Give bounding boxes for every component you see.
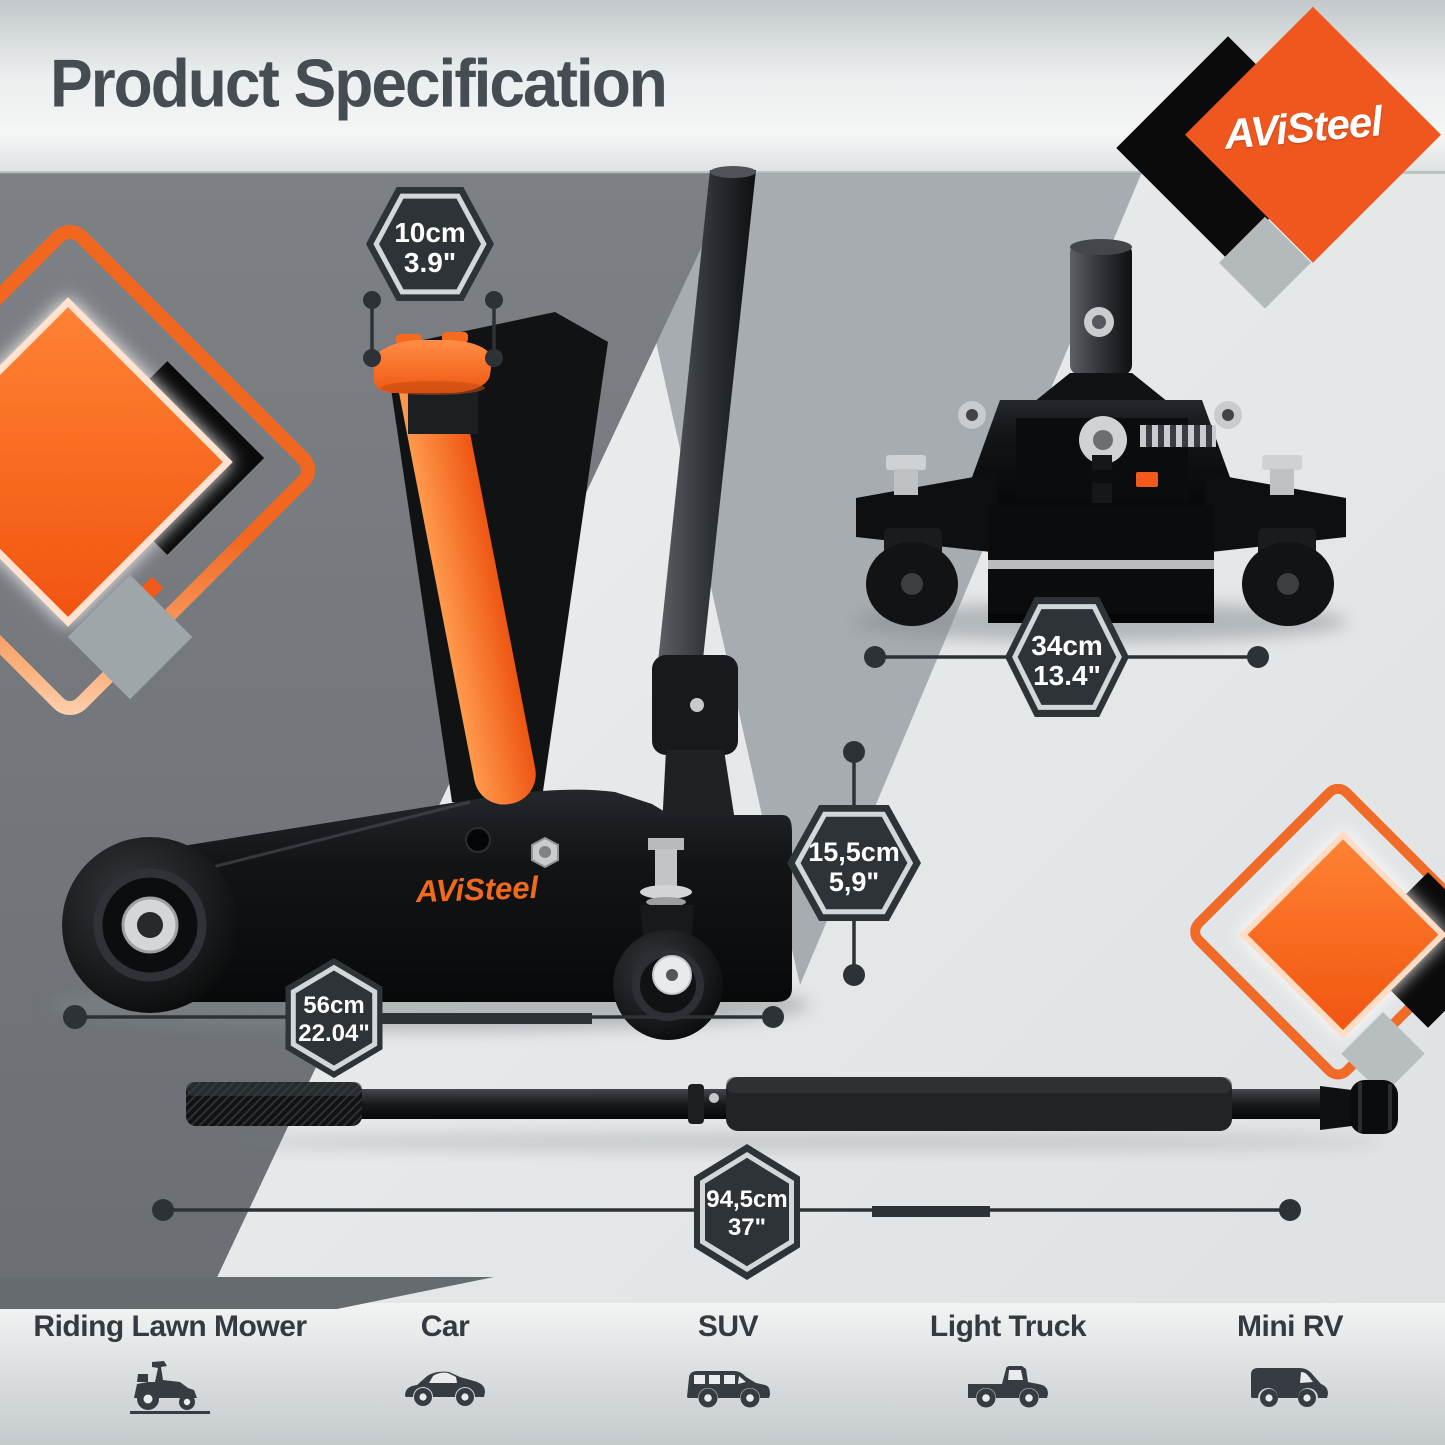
vehicle-label: Riding Lawn Mower bbox=[33, 1310, 307, 1343]
vehicle-riding-lawn-mower: Riding Lawn Mower bbox=[20, 1310, 320, 1416]
car-icon bbox=[345, 1352, 545, 1416]
vehicle-label: Mini RV bbox=[1237, 1310, 1343, 1343]
badge-saddle-in: 3.9" bbox=[404, 247, 456, 278]
badge-frame-width: 34cm 13.4" bbox=[1005, 597, 1129, 717]
hexagon-badges: 10cm 3.9" 34cm 13.4" 15,5cm 5,9" 56cm 22… bbox=[285, 187, 1129, 1280]
light-truck-icon bbox=[898, 1352, 1118, 1416]
floor-jack-front-photo bbox=[852, 239, 1348, 642]
badge-saddle-cm: 10cm bbox=[394, 217, 466, 248]
dimension-frame-length bbox=[63, 1005, 784, 1029]
floor-jack-side-photo bbox=[50, 166, 810, 1040]
badge-height-in: 5,9" bbox=[829, 867, 879, 897]
vehicle-label: Light Truck bbox=[929, 1310, 1087, 1343]
riding-lawn-mower-icon bbox=[20, 1352, 320, 1416]
page-title: Product Specification bbox=[50, 45, 668, 122]
vehicle-light-truck: Light Truck bbox=[898, 1310, 1118, 1416]
badge-handle-in: 37" bbox=[728, 1214, 766, 1241]
vehicle-car: Car bbox=[345, 1310, 545, 1416]
vehicle-suv: SUV bbox=[628, 1310, 828, 1416]
vehicle-mini-rv: Mini RV bbox=[1180, 1310, 1400, 1416]
vehicle-label: Car bbox=[420, 1310, 470, 1343]
badge-handle-length: 94,5cm 37" bbox=[694, 1144, 800, 1280]
jack-body-logo: AViSteel bbox=[415, 869, 539, 910]
dimension-saddle-diameter bbox=[363, 291, 503, 367]
badge-length-cm: 56cm bbox=[303, 992, 364, 1019]
badge-length-in: 22.04" bbox=[298, 1020, 369, 1047]
badge-min-lift-height: 15,5cm 5,9" bbox=[787, 805, 921, 921]
badge-width-cm: 34cm bbox=[1031, 630, 1103, 661]
badge-handle-cm: 94,5cm bbox=[706, 1186, 787, 1213]
handle-bar-photo bbox=[186, 1077, 1398, 1151]
badge-frame-length: 56cm 22.04" bbox=[285, 958, 383, 1078]
right-diamond-decoration bbox=[1190, 783, 1445, 1096]
mini-rv-icon bbox=[1180, 1352, 1400, 1416]
badge-width-in: 13.4" bbox=[1033, 660, 1101, 691]
badge-height-cm: 15,5cm bbox=[808, 837, 900, 867]
vehicle-label: SUV bbox=[697, 1310, 759, 1343]
suv-icon bbox=[628, 1352, 828, 1416]
badge-saddle-diameter: 10cm 3.9" bbox=[366, 187, 494, 301]
bottom-strip bbox=[0, 1277, 494, 1309]
